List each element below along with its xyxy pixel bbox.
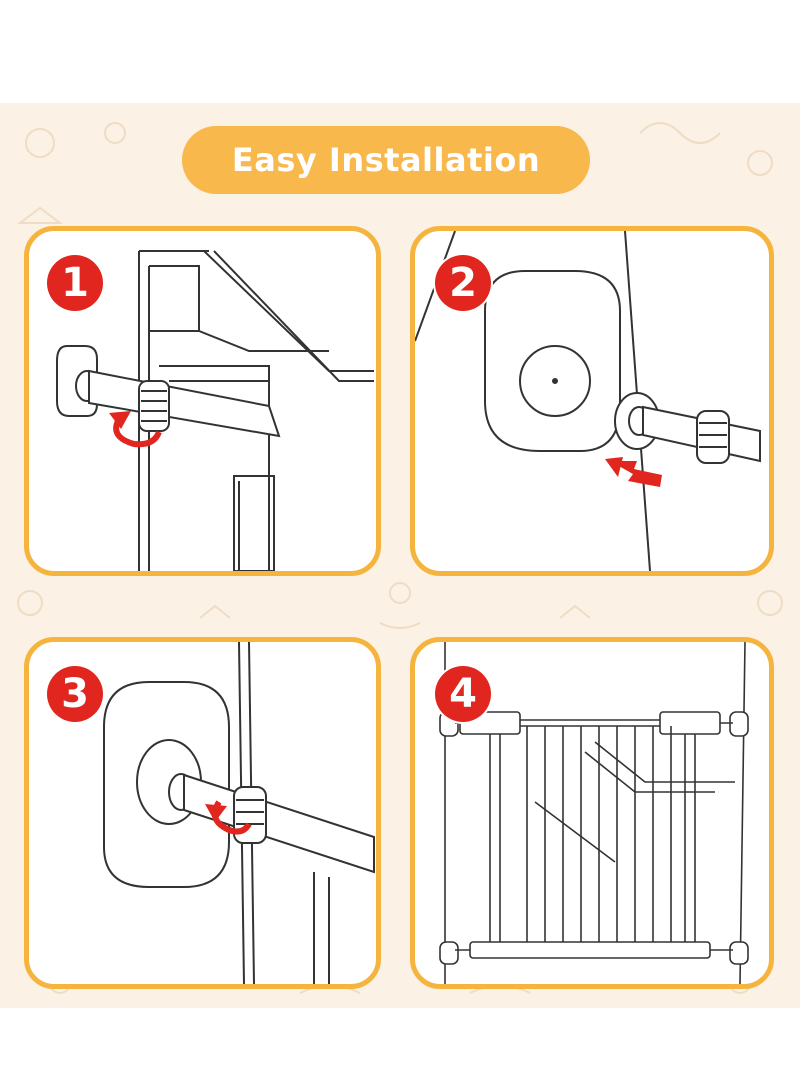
- step-1-illustration: [56, 250, 374, 571]
- step-4-illustration: [439, 642, 749, 984]
- step-number-badge: 2: [435, 255, 491, 311]
- step-3-illustration: [103, 642, 375, 984]
- step-number-badge: 4: [435, 666, 491, 722]
- step-1-panel: 1: [24, 226, 381, 576]
- step-4-panel: 4: [410, 637, 774, 989]
- step-3-panel: 3: [24, 637, 381, 989]
- step-2-panel: 2: [410, 226, 774, 576]
- step-number-badge: 1: [47, 255, 103, 311]
- instruction-canvas: Easy Installation: [0, 103, 800, 1008]
- title-banner: Easy Installation: [182, 126, 590, 194]
- step-number-badge: 3: [47, 666, 103, 722]
